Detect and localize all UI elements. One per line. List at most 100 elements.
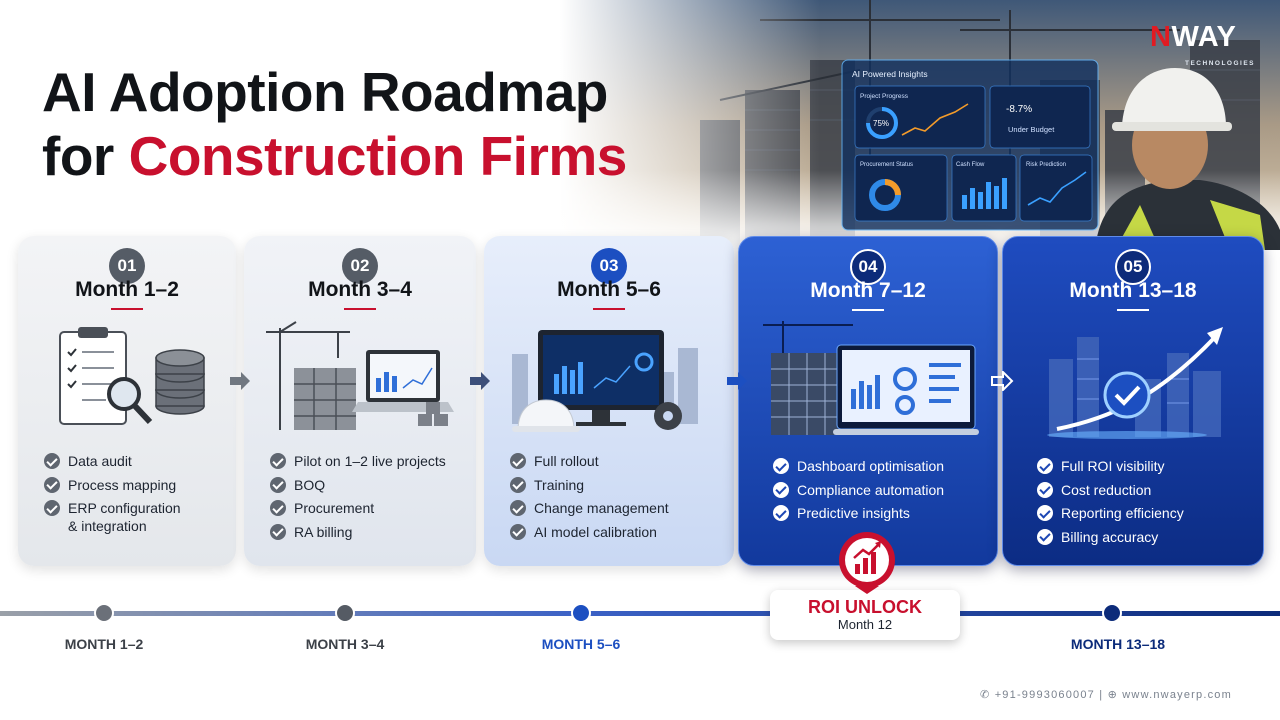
- checklist-text: Reporting efficiency: [1061, 505, 1184, 521]
- check-circle-icon: [1037, 528, 1053, 545]
- phase-checklist: Full rollout Training Change management …: [510, 452, 669, 546]
- dashboard-budget-status: Under Budget: [1008, 125, 1055, 134]
- checklist-item: Pilot on 1–2 live projects: [270, 452, 446, 470]
- check-circle-icon: [773, 458, 789, 474]
- roi-subtitle: Month 12: [837, 617, 893, 632]
- checklist-text: ERP configuration: [68, 500, 181, 516]
- phase-number-badge: 03: [591, 248, 627, 284]
- checklist-item: Dashboard optimisation: [773, 457, 944, 475]
- checklist-item: Data audit: [44, 452, 181, 470]
- worker-figure: [1095, 68, 1280, 250]
- arrow-right-icon: [727, 372, 747, 390]
- arrow-right-icon: [991, 371, 1014, 391]
- phase-checklist: Data audit Process mapping ERP configura…: [44, 452, 181, 541]
- phase-card-4: 04 Month 7–12 Dashboard optimisation Com…: [738, 236, 998, 566]
- checklist-text: Pilot on 1–2 live projects: [294, 453, 446, 469]
- checklist-text: Compliance automation: [797, 481, 945, 498]
- growth-chart-pin-icon: [839, 532, 895, 594]
- phase-checklist: Dashboard optimisation Compliance automa…: [773, 457, 944, 528]
- dashboard-panel: AI Powered Insights Project Progress 75%…: [841, 59, 1099, 231]
- checklist-text: Billing accuracy: [1061, 528, 1159, 545]
- checklist-text: Dashboard optimisation: [797, 458, 945, 474]
- phase-number-badge: 05: [1115, 249, 1151, 285]
- separator: |: [1099, 689, 1108, 701]
- monitor-hardhat-gear-icon: [512, 330, 698, 432]
- timeline-label-4: MONTH 13–18: [1070, 636, 1166, 652]
- page-title: AI Adoption Roadmap for Construction Fir…: [42, 60, 627, 188]
- check-circle-icon: [270, 500, 286, 516]
- checklist-item: AI model calibration: [510, 523, 669, 541]
- phase-month: Month 13–18: [1069, 279, 1197, 302]
- checklist-text: BOQ: [294, 476, 326, 493]
- logo-subtitle: TECHNOLOGIES: [1185, 60, 1256, 67]
- checklist-item: Process mapping: [44, 476, 181, 494]
- phase-card-2: 02 Month 3–4 Pilot on 1–2 live projects …: [244, 236, 476, 566]
- checklist-item-continued: & integration: [44, 517, 181, 535]
- checklist-item: Change management: [510, 499, 669, 517]
- phase-card-5: 05 Month 13–18 Full ROI visibility Cost …: [1002, 236, 1264, 566]
- checklist-item: Predictive insights: [773, 504, 944, 522]
- checklist-text: & integration: [68, 518, 147, 534]
- check-circle-icon: [773, 481, 789, 498]
- phase-month: Month 5–6: [557, 278, 661, 301]
- phase-underline: [111, 308, 143, 310]
- timeline-label-2: MONTH 3–4: [305, 636, 385, 652]
- checklist-item: BOQ: [270, 476, 446, 494]
- website-link[interactable]: www.nwayerp.com: [1122, 689, 1232, 701]
- phase-card-3: 03 Month 5–6 Full rollout Training Chang…: [484, 236, 734, 566]
- dashboard-cash-flow: Cash Flow: [956, 162, 985, 168]
- timeline-label-3: MONTH 5–6: [541, 636, 621, 652]
- check-circle-icon: [44, 476, 60, 493]
- check-circle-icon: [270, 523, 286, 540]
- dashboard-progress-value: 75%: [873, 119, 889, 128]
- phase-underline: [344, 308, 376, 310]
- title-line-2-highlight: Construction Firms: [128, 125, 628, 187]
- phase-month: Month 1–2: [75, 278, 179, 301]
- check-circle-icon: [510, 500, 526, 516]
- phase-checklist: Full ROI visibility Cost reduction Repor…: [1037, 457, 1184, 551]
- phase-month: Month 7–12: [810, 279, 926, 302]
- roi-title: ROI UNLOCK: [808, 597, 922, 617]
- check-circle-icon: [1037, 458, 1053, 474]
- checklist-text: Cost reduction: [1061, 481, 1152, 498]
- timeline-label-1: MONTH 1–2: [64, 636, 144, 652]
- phase-month: Month 3–4: [308, 278, 412, 301]
- checklist-text: Full rollout: [534, 453, 599, 469]
- phone-number[interactable]: +91-9993060007: [994, 689, 1095, 701]
- dashboard-budget-delta: -8.7%: [1006, 104, 1032, 115]
- roi-unlock-callout: ROI UNLOCK Month 12: [770, 590, 960, 640]
- checklist-text: RA billing: [294, 523, 353, 540]
- phase-number-badge: 01: [109, 248, 145, 284]
- checklist-text: Change management: [534, 500, 669, 516]
- phase-checklist: Pilot on 1–2 live projects BOQ Procureme…: [270, 452, 446, 546]
- phone-icon: ✆: [980, 689, 991, 701]
- building-dashboard-icon: [763, 321, 979, 435]
- checklist-text: Procurement: [294, 500, 375, 516]
- phase-underline: [593, 308, 625, 310]
- dashboard-procurement: Procurement Status: [860, 162, 913, 168]
- checklist-item: Training: [510, 476, 669, 494]
- arrow-right-icon: [470, 372, 490, 390]
- title-line-1: AI Adoption Roadmap: [42, 61, 608, 123]
- check-circle-icon: [773, 505, 789, 521]
- checklist-item: Reporting efficiency: [1037, 504, 1184, 522]
- phase-number-badge: 04: [850, 249, 886, 285]
- logo-letter-n: N: [1150, 21, 1172, 53]
- checklist-item: Full rollout: [510, 452, 669, 470]
- checklist-item: Full ROI visibility: [1037, 457, 1184, 475]
- checklist-text: Data audit: [68, 453, 132, 469]
- dashboard-title: AI Powered Insights: [852, 69, 928, 79]
- title-line-2: for Construction Firms: [42, 124, 627, 188]
- timeline-markers: [94, 603, 1122, 623]
- title-line-2-prefix: for: [42, 125, 129, 187]
- check-circle-icon: [44, 453, 60, 469]
- check-circle-icon: [510, 476, 526, 493]
- checklist-text: Full ROI visibility: [1061, 458, 1165, 474]
- checklist-item: Cost reduction: [1037, 481, 1184, 499]
- crane-laptop-icon: [266, 321, 454, 430]
- globe-icon: ⊕: [1107, 689, 1119, 701]
- checklist-text: Predictive insights: [797, 505, 910, 521]
- checklist-item: ERP configuration: [44, 499, 181, 517]
- check-circle-icon: [270, 476, 286, 493]
- check-circle-icon: [44, 500, 60, 516]
